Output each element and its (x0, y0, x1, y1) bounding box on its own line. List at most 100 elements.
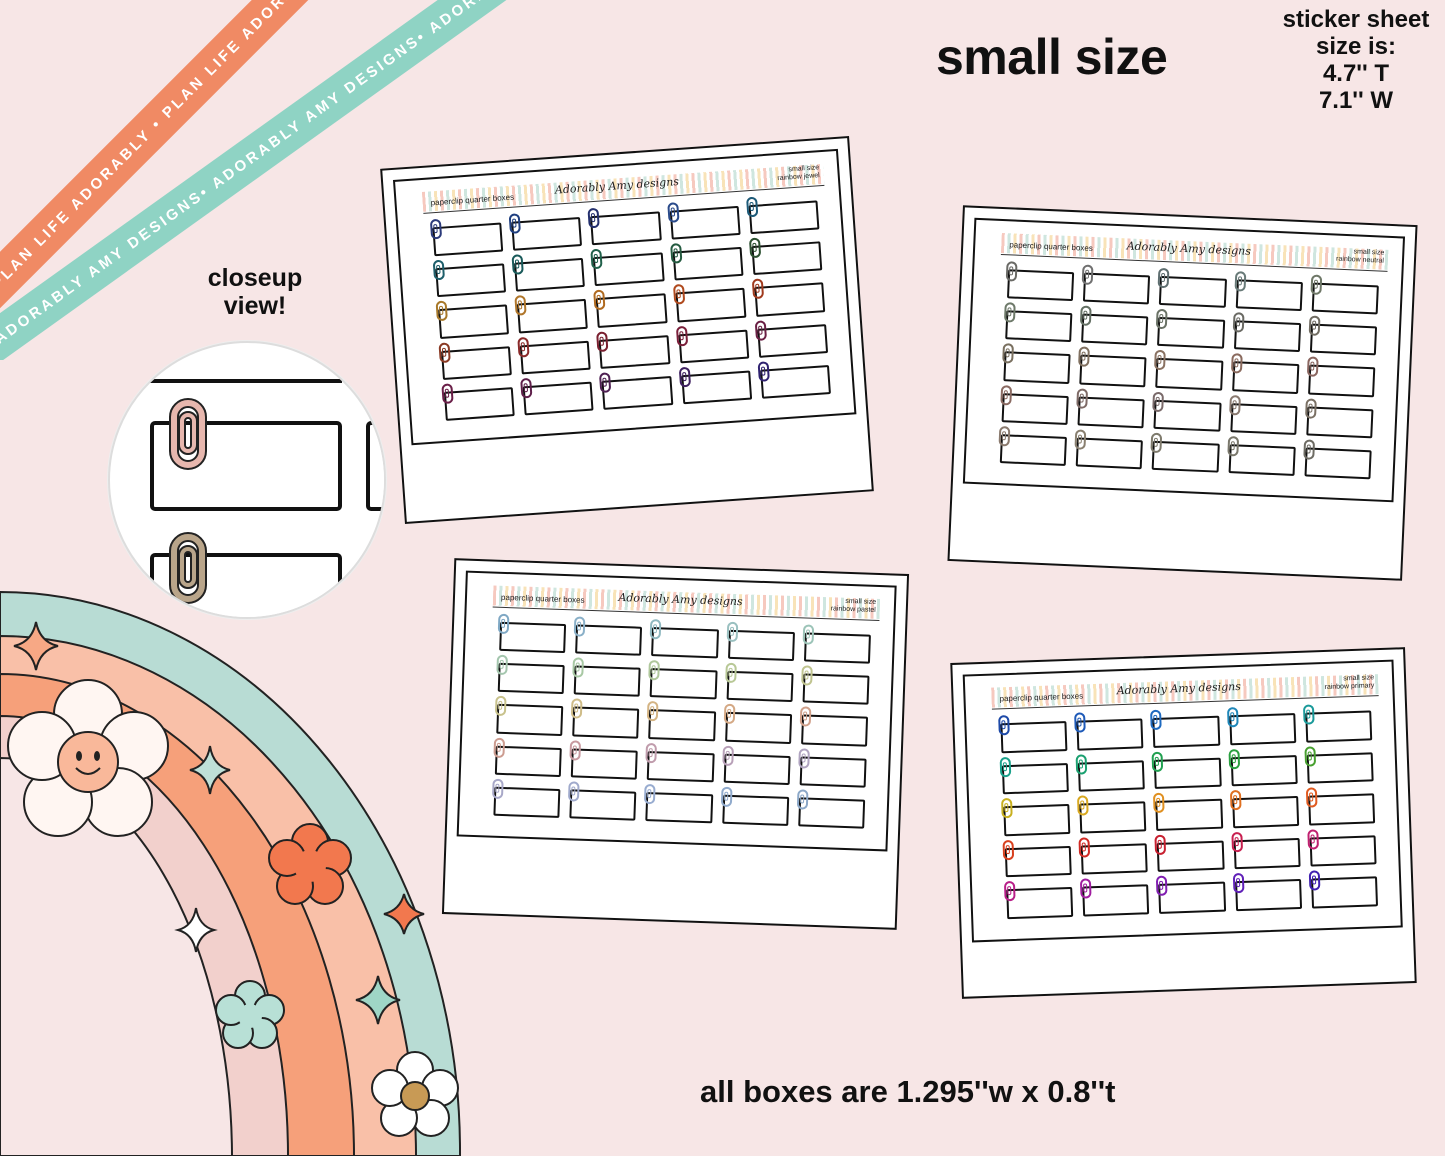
paperclip-icon (723, 704, 736, 725)
sticker-box (720, 786, 790, 826)
sticker-box (1002, 839, 1072, 878)
sticker-box (568, 781, 637, 821)
paperclip-icon (1075, 753, 1088, 775)
paperclip-icon (1152, 391, 1165, 412)
sticker-box (644, 783, 713, 824)
paperclip-icon (1002, 343, 1014, 364)
sheet-polaroid-pastel: paperclip quarter boxes Adorably Amy des… (441, 558, 910, 930)
sticker-box (1228, 748, 1298, 787)
paperclip-icon (1310, 274, 1323, 295)
paperclip-icon (1076, 388, 1089, 409)
sticker-box (1075, 753, 1146, 792)
paperclip-icon (1157, 267, 1170, 289)
sticker-box (1303, 439, 1372, 480)
sticker-box (1156, 308, 1225, 350)
paperclip-icon (1302, 704, 1315, 725)
sticker-box (647, 701, 716, 741)
paperclip-icon (587, 207, 601, 229)
paperclip-icon (1230, 353, 1243, 374)
box-grid (429, 196, 831, 421)
paperclip-icon (1226, 707, 1239, 728)
paperclip-icon (672, 284, 685, 306)
paperclip-icon (441, 383, 454, 404)
sparkle-icon (383, 893, 425, 935)
paperclip-icon (593, 289, 606, 311)
paperclip-icon (721, 745, 734, 766)
sticker-box (1226, 435, 1296, 476)
paperclip-icon (569, 739, 582, 761)
sticker-box (726, 621, 795, 662)
sticker-box (1232, 312, 1301, 353)
paperclip-icon (1230, 831, 1243, 853)
sticker-box (1150, 432, 1220, 473)
paperclip-icon (496, 654, 508, 676)
paperclip-icon (799, 706, 812, 728)
paperclip-icon (720, 786, 733, 807)
sticker-box (493, 737, 562, 777)
sticker-box (1230, 831, 1301, 870)
paperclip-icon (648, 660, 661, 681)
sticker-box (1000, 384, 1069, 425)
sticker-box (1232, 873, 1302, 912)
closeup-line1: closeup (207, 264, 303, 292)
paperclip-icon (1304, 397, 1317, 419)
sheet-size-is: size is: (1315, 33, 1397, 60)
sheet-polaroid-neutral: paperclip quarter boxes Adorably Amy des… (947, 205, 1418, 581)
sticker-box (648, 660, 718, 700)
paperclip-icon (751, 278, 764, 300)
paperclip-icon (726, 621, 738, 643)
sticker-box (724, 662, 794, 703)
paperclip-icon (1150, 432, 1163, 453)
sticker-box (754, 319, 829, 358)
sparkle-icon (174, 907, 218, 953)
sticker-box (1305, 787, 1376, 826)
sticker-box (1157, 267, 1227, 308)
paperclip-icon (1150, 709, 1163, 731)
sparkle-icon (13, 621, 59, 671)
sticker-box (1306, 356, 1376, 397)
ribbon-teal (0, 0, 507, 360)
sticker-sheet: paperclip quarter boxes Adorably Amy des… (962, 217, 1406, 503)
sticker-box (571, 698, 640, 739)
paperclip-icon (596, 330, 609, 352)
sticker-box (596, 330, 671, 369)
sticker-box (745, 196, 820, 235)
paperclip-icon (568, 781, 580, 802)
sticker-box (1080, 305, 1149, 346)
sticker-box (999, 756, 1070, 795)
paperclip-icon (497, 613, 510, 635)
sticker-box (491, 778, 561, 818)
sticker-box (429, 218, 504, 257)
paperclip-icon (1000, 384, 1013, 406)
paperclip-icon (1154, 350, 1167, 371)
paperclip-icon (435, 300, 448, 322)
paperclip-icon (491, 778, 504, 799)
sticker-box (723, 704, 792, 744)
paperclip-icon (590, 248, 604, 270)
paperclip-icon (675, 325, 688, 347)
paperclip-icon (999, 756, 1012, 777)
paperclip-icon (1307, 829, 1319, 850)
sheet-size-label: sticker sheet (1282, 6, 1430, 33)
paperclip-icon (1234, 271, 1246, 292)
paperclip-icon (650, 619, 662, 640)
paperclip-icon (998, 425, 1011, 447)
sticker-box (1074, 712, 1144, 751)
sticker-box (497, 613, 567, 654)
paperclip-icon (1308, 315, 1321, 337)
sticker-box (572, 657, 642, 698)
sticker-box (496, 654, 565, 695)
sticker-box (1304, 397, 1374, 439)
paperclip-icon (572, 657, 585, 678)
sticker-box (802, 624, 871, 664)
paperclip-icon (802, 624, 815, 645)
sticker-box (998, 715, 1068, 753)
sparkle-icon (355, 975, 401, 1025)
paperclip-icon (517, 336, 530, 358)
sticker-box (593, 289, 668, 328)
sticker-box (511, 254, 586, 293)
